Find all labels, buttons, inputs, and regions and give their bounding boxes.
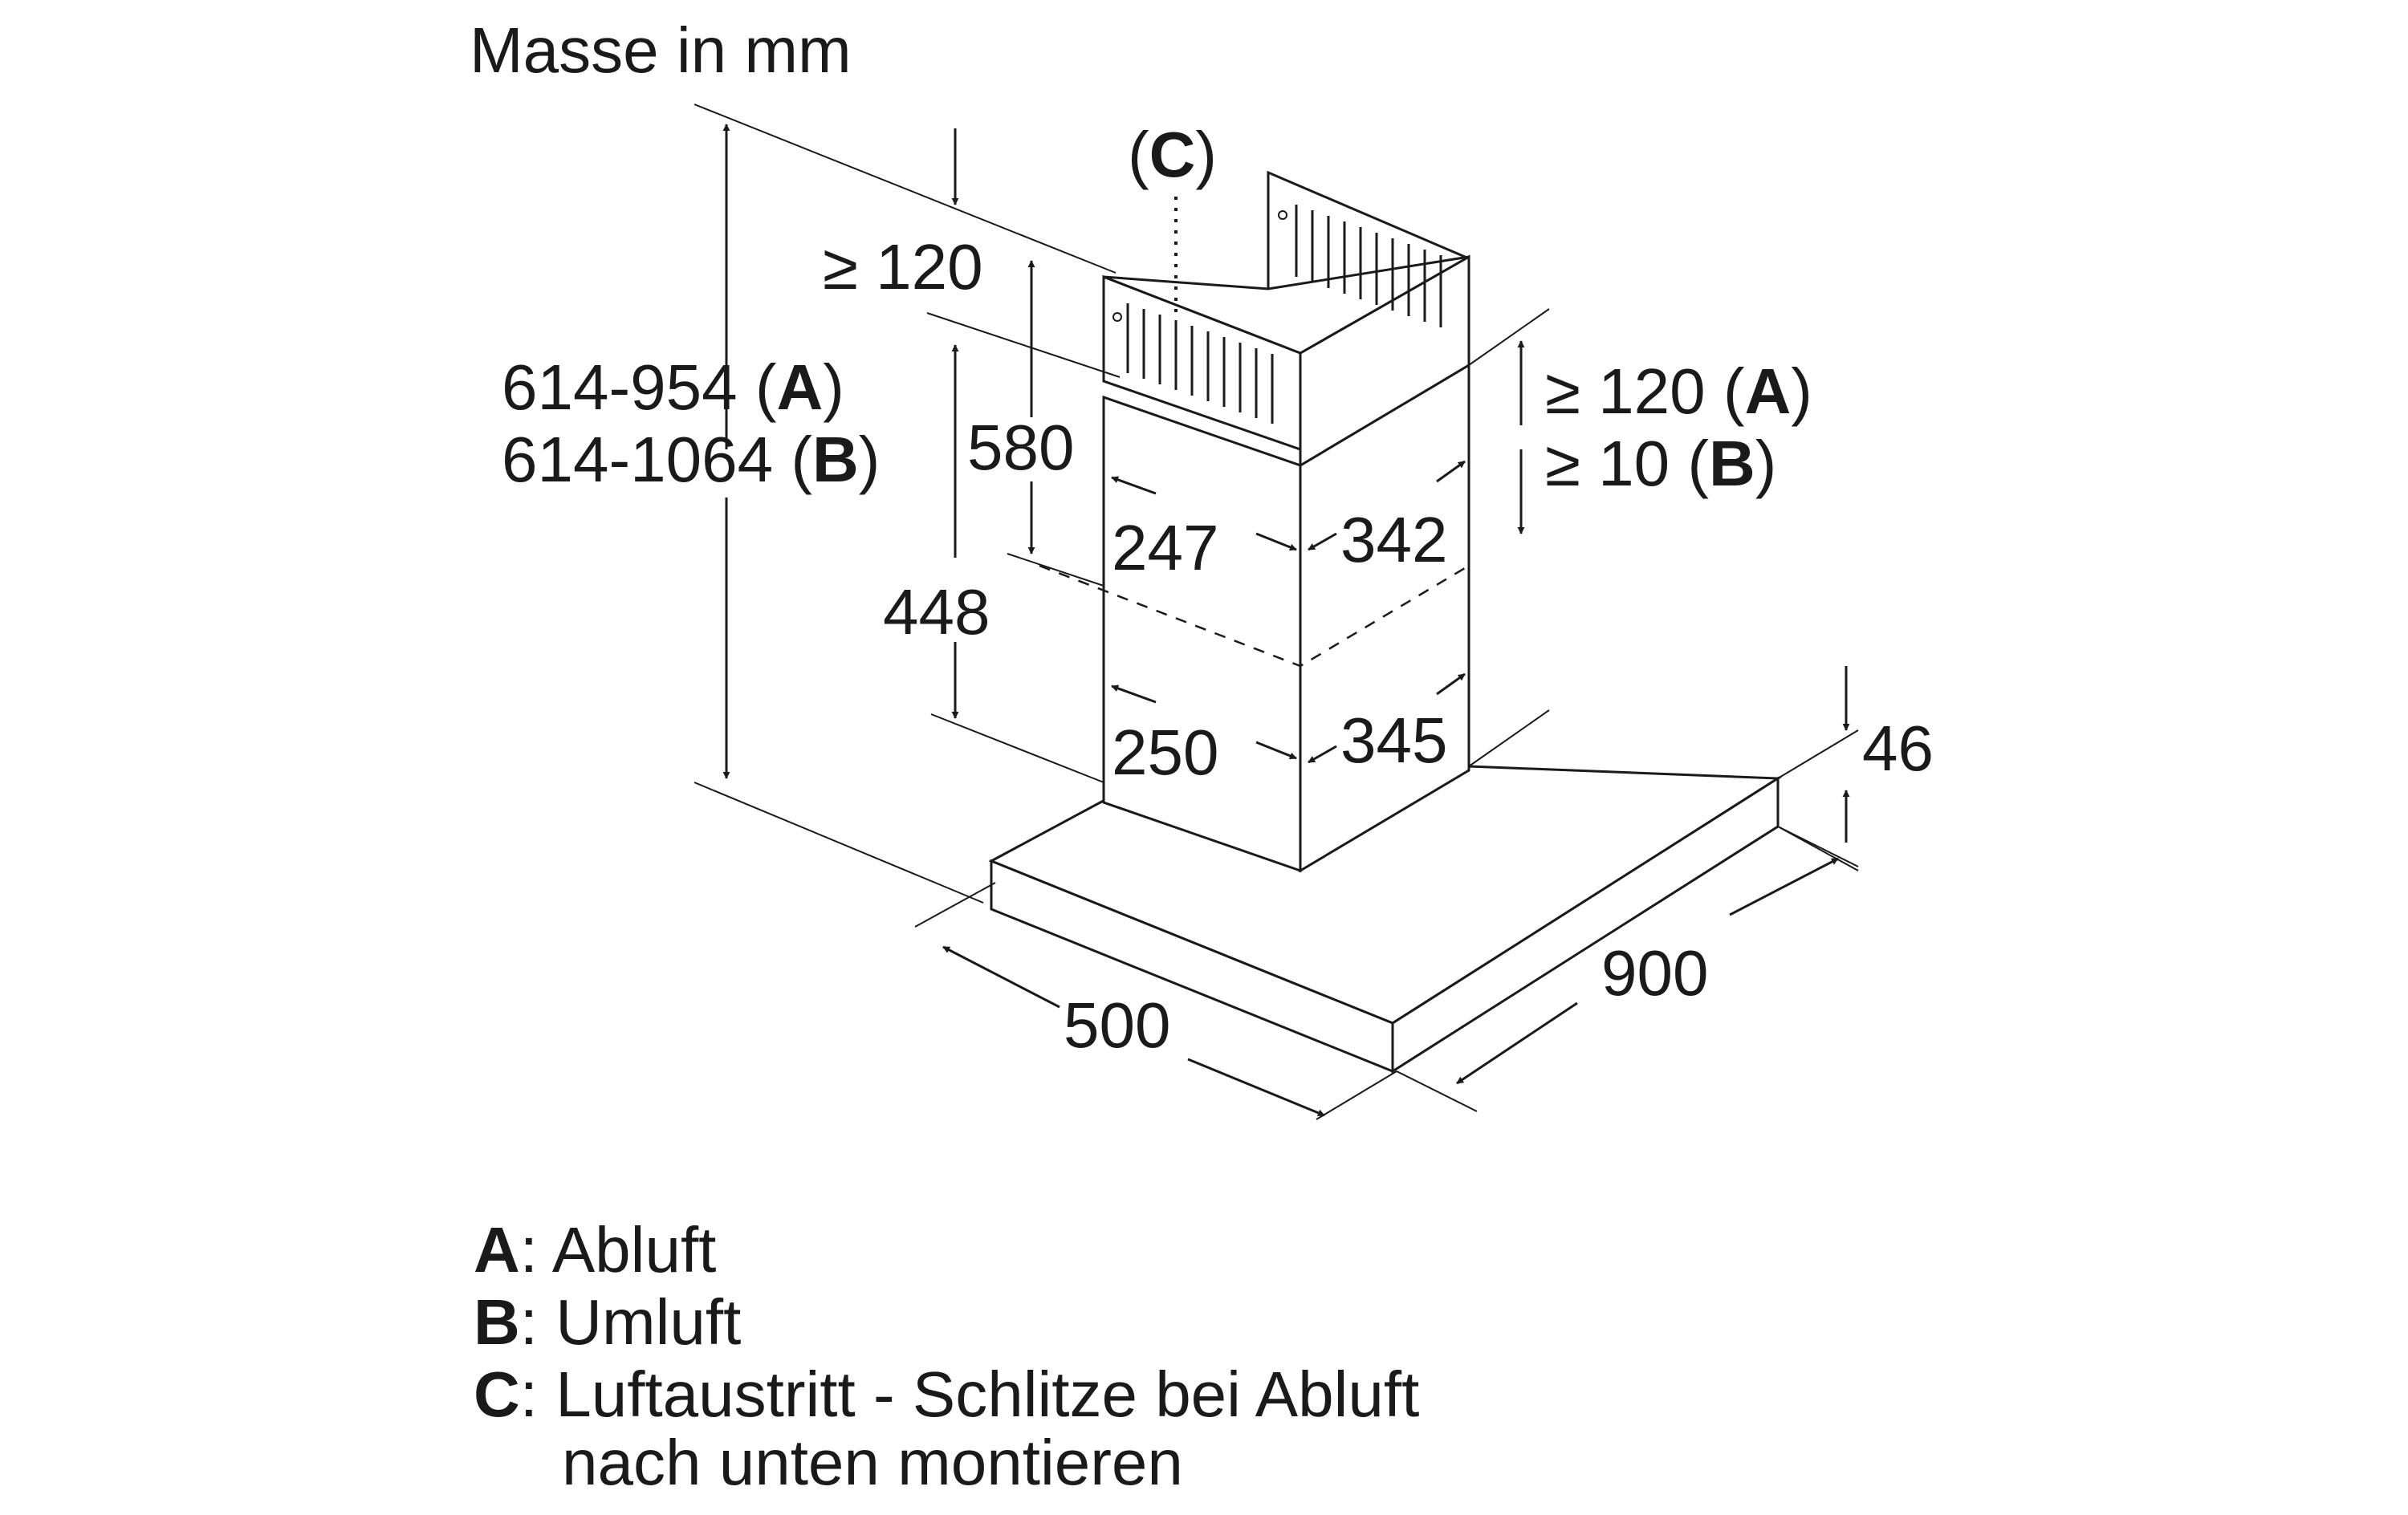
upper-chimney-width-label: 247 — [1112, 512, 1218, 583]
units-title: Masse in mm — [470, 14, 852, 86]
lower-chimney-height-label: 448 — [883, 576, 990, 648]
right-gap-a-label: ≥ 120 (A) — [1545, 355, 1812, 427]
lower-chimney-depth-label: 345 — [1340, 705, 1447, 776]
hood-thickness-label: 46 — [1862, 713, 1934, 784]
chimney-joint-line — [1039, 564, 1470, 668]
total-height-b-label: 614-1064 (B) — [502, 424, 880, 495]
lower-width-arrow-left — [1111, 684, 1157, 704]
callout-c: (C) — [1128, 119, 1217, 190]
legend-item-b: B: Umluft — [474, 1286, 741, 1358]
air-outlet-slots-rear — [1295, 205, 1442, 327]
extension-lines — [694, 104, 1859, 1120]
screw-hole-rear — [1278, 210, 1287, 220]
legend-item-c-continued: nach unten montieren — [562, 1427, 1183, 1498]
upper-depth-arrow-left — [1308, 532, 1337, 551]
upper-chimney-depth-label: 342 — [1340, 504, 1447, 575]
depth-arrow-left — [942, 945, 1060, 1009]
width-arrow-right — [1729, 857, 1839, 916]
total-height-a-label: 614-954 (A) — [502, 351, 844, 423]
lower-depth-arrow-left — [1308, 745, 1337, 764]
air-outlet-slots-front — [1126, 303, 1274, 424]
upper-chimney-height-label: 580 — [967, 412, 1074, 483]
screw-hole-front — [1112, 312, 1122, 322]
legend-item-a: A: Abluft — [474, 1214, 716, 1286]
upper-width-arrow-left — [1111, 476, 1157, 495]
upper-width-arrow-right — [1255, 532, 1297, 551]
lower-chimney-front — [1102, 395, 1302, 873]
hood-width-label: 900 — [1601, 937, 1708, 1009]
hood-depth-label: 500 — [1064, 989, 1170, 1061]
legend-item-c: C: Luftaustritt - Schlitze bei Abluft — [474, 1359, 1419, 1430]
lower-width-arrow-right — [1255, 741, 1297, 760]
lower-chimney-width-label: 250 — [1112, 717, 1218, 788]
upper-depth-arrow-right — [1436, 460, 1466, 483]
lower-depth-arrow-right — [1436, 672, 1466, 696]
gap-top-label: ≥ 120 — [823, 231, 983, 303]
width-arrow-left — [1456, 1001, 1578, 1085]
right-gap-b-label: ≥ 10 (B) — [1545, 428, 1776, 499]
dimension-arrows — [722, 124, 1850, 1117]
depth-arrow-right — [1187, 1058, 1325, 1117]
legend: A: Abluft B: Umluft C: Luftaustritt - Sc… — [474, 1214, 1419, 1498]
lower-chimney — [1039, 363, 1470, 873]
upper-chimney — [1102, 170, 1470, 468]
